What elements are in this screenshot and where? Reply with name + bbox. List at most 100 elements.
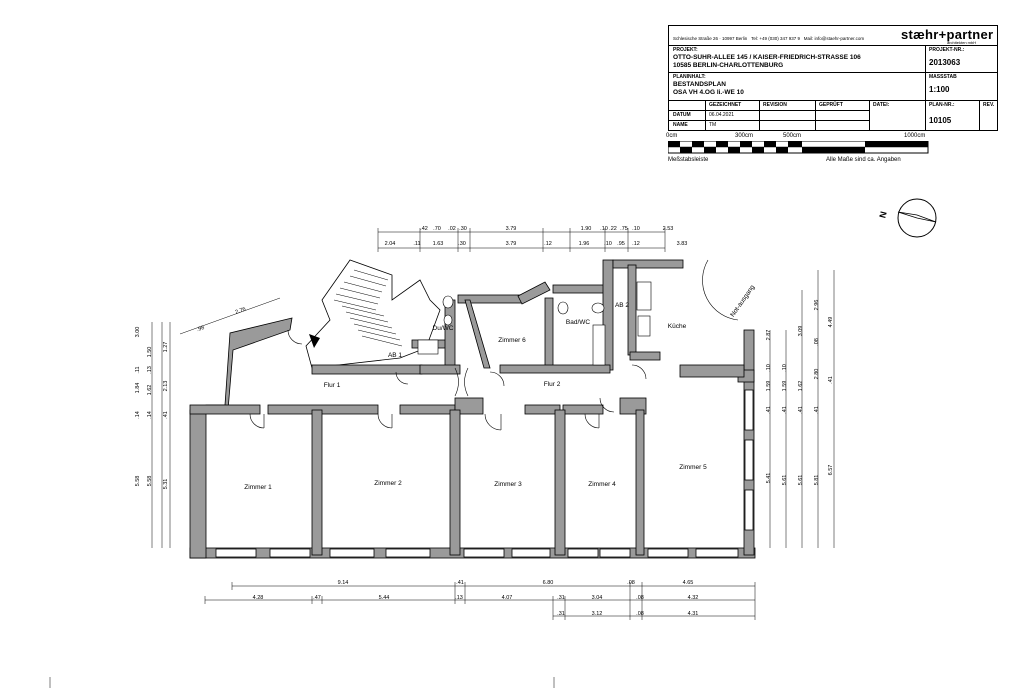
dimension-label: .31	[557, 595, 565, 601]
scale-tick-0: 0cm	[666, 133, 678, 139]
dimension-label: .08	[636, 595, 644, 601]
dimension-label: 3.00	[135, 327, 141, 338]
dimension-label: .10	[604, 241, 612, 247]
gezeichnet-label: GEZEICHNET	[709, 102, 742, 108]
name-label: NAME	[673, 122, 688, 128]
dimension-label: 2.80	[814, 369, 820, 380]
dimension-label: .14	[135, 411, 141, 419]
dimension-label: 1.62	[798, 381, 804, 392]
massstab-label: MASSSTAB	[929, 74, 957, 80]
dimension-label: 5.81	[814, 475, 820, 486]
dimension-label: .11	[135, 366, 141, 373]
room-zimmer3: Zimmer 3	[494, 481, 522, 488]
dimension-label: 3.09	[798, 326, 804, 337]
title-block: Schlesische Straße 26 · 10997 Berlin Tel…	[668, 25, 998, 131]
dimension-label: 3.79	[506, 241, 517, 247]
dimension-label: 4.07	[502, 595, 513, 601]
plan-nr-label: PLAN-NR.:	[929, 102, 955, 108]
wall-z4-top	[562, 404, 604, 415]
stairwell	[305, 259, 441, 369]
dimension-label: 2.04	[385, 241, 396, 247]
dimension-label: .13	[455, 595, 463, 601]
geprueft-label: GEPRÜFT	[819, 102, 843, 108]
wall-z1-top-a	[189, 404, 261, 415]
dimension-label: 2.13	[163, 381, 169, 392]
north-arrow-icon: N	[877, 198, 937, 238]
wall-z2-top-b	[399, 404, 456, 415]
dimension-label: 3.04	[592, 595, 603, 601]
dimension-label: .42	[420, 226, 428, 232]
dimension-label: 1.84	[135, 383, 141, 394]
dimension-label: 4.32	[688, 595, 699, 601]
dimension-label: 1.50	[147, 347, 153, 358]
dimension-label: 5.58	[135, 476, 141, 487]
name: TM	[709, 122, 717, 128]
north-label: N	[877, 210, 888, 219]
scale-label-right: Alle Maße sind ca. Angaben	[826, 157, 901, 163]
room-badwc: Bad/WC	[566, 319, 591, 326]
room-kueche: Küche	[668, 323, 687, 330]
dimension-label: .22	[609, 226, 617, 232]
projekt-nr: 2013063	[929, 58, 961, 67]
rev-label: REV.	[983, 102, 995, 108]
dimension-label: .41	[782, 406, 788, 414]
wall-z4-z5	[635, 409, 645, 556]
dimension-label: 5.58	[147, 476, 153, 487]
dimension-label: .10	[600, 226, 608, 232]
wall-bad-left	[544, 297, 554, 369]
dimension-label: 1.27	[163, 342, 169, 353]
dimension-label: .41	[766, 406, 772, 414]
wall-z2-top-a	[267, 404, 379, 415]
room-ab1: AB 1	[388, 352, 402, 359]
dimension-label: .10	[766, 364, 772, 372]
dimension-label: 1.90	[581, 226, 592, 232]
dimension-label: .08	[627, 580, 635, 586]
wall-entrance	[205, 317, 293, 411]
dimension-label: .47	[313, 595, 321, 601]
wall-z2-z3	[449, 409, 461, 556]
dimension-label: .41	[828, 376, 834, 384]
wall-flur2-top	[499, 364, 611, 374]
room-zimmer5: Zimmer 5	[679, 464, 707, 471]
wall-duwc-right	[444, 299, 456, 371]
dimension-label: 5.61	[782, 475, 788, 486]
wall-bad-top	[552, 284, 609, 294]
scale-tick-1000: 1000cm	[904, 133, 926, 139]
dimension-label: .08	[814, 338, 820, 346]
room-zimmer1: Zimmer 1	[244, 484, 272, 491]
wall-z3-top-b	[524, 404, 561, 415]
wall-kueche-bottom-b	[679, 364, 745, 378]
dimension-label: 2.53	[663, 226, 674, 232]
dimension-label: 3.79	[506, 226, 517, 232]
projekt-line1: OTTO-SUHR-ALLEE 145 / KAISER-FRIEDRICH-S…	[673, 54, 861, 61]
room-zimmer6: Zimmer 6	[498, 337, 526, 344]
dimension-label: .10	[782, 364, 788, 372]
dimension-label: 1.62	[147, 385, 153, 396]
scale-bar	[668, 141, 929, 154]
dimension-label: 4.28	[253, 595, 264, 601]
projekt-line2: 10585 BERLIN-CHARLOTTENBURG	[673, 62, 784, 69]
dimension-label: 1.96	[579, 241, 590, 247]
datum-label: DATUM	[673, 112, 691, 118]
dimension-label: .13	[147, 366, 153, 374]
office-address: Schlesische Straße 26 · 10997 Berlin	[673, 36, 748, 41]
dimension-label: 2.87	[766, 330, 772, 341]
dimension-label: .31	[557, 611, 565, 617]
datei-label: DATEI:	[873, 102, 890, 108]
wall-kueche-top	[612, 259, 684, 269]
datum: 06.04.2021	[709, 112, 735, 118]
room-flur2: Flur 2	[544, 381, 561, 388]
planinhalt-label: PLANINHALT:	[673, 74, 706, 80]
dimension-label: 3.83	[677, 241, 688, 247]
dimension-label: 1.59	[766, 381, 772, 392]
dimension-label: 5.41	[766, 473, 772, 484]
dimension-label: .41	[814, 406, 820, 414]
dimension-label: 6.57	[828, 465, 834, 476]
room-flur1: Flur 1	[324, 382, 341, 389]
dimension-label: .12	[632, 241, 640, 247]
dimension-label: 9.14	[338, 580, 349, 586]
dimension-label: 4.31	[688, 611, 699, 617]
company-logo-sub: architekten mbH	[947, 40, 977, 45]
wall-z6-left	[464, 299, 491, 369]
